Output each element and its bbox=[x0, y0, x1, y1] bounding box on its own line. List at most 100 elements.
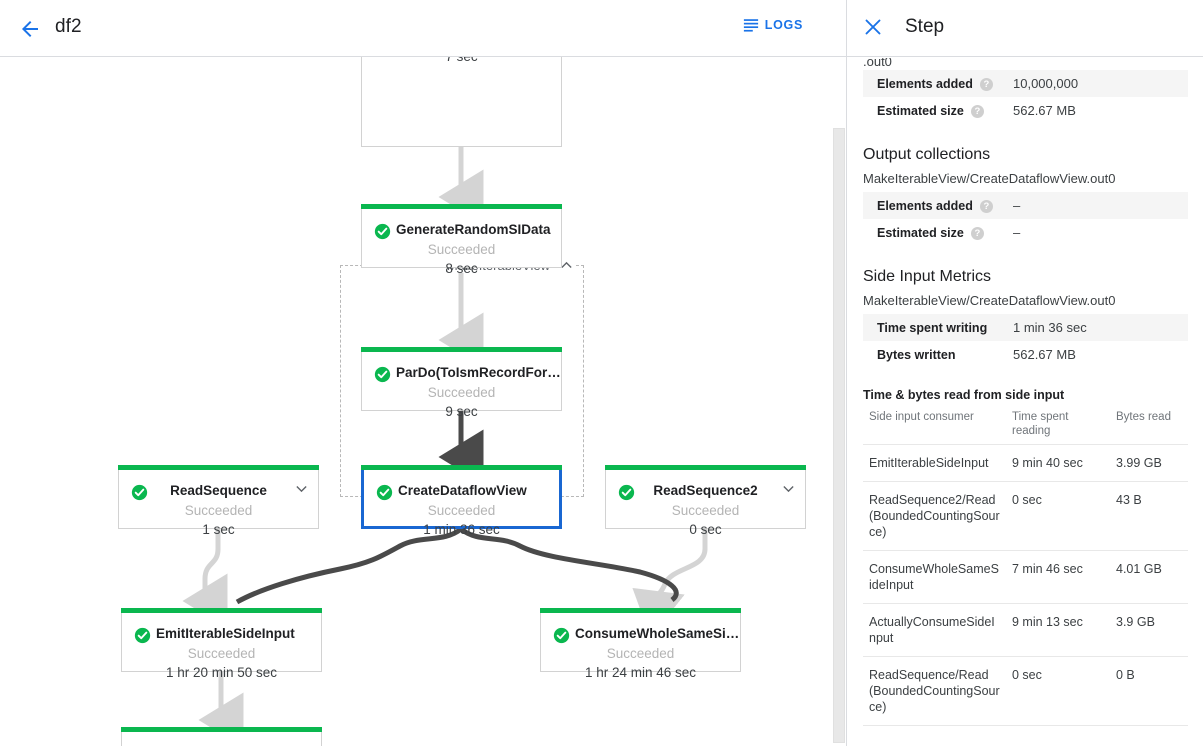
output-metrics-table: Elements added? – Estimated size? – bbox=[863, 192, 1188, 246]
node-status-bar bbox=[361, 204, 562, 209]
graph-node-read-sequence-2[interactable]: ReadSequence2 Succeeded 0 sec bbox=[605, 465, 806, 537]
chevron-down-icon[interactable] bbox=[295, 482, 308, 497]
cell-time: 0 sec bbox=[1006, 481, 1110, 551]
cell-consumer: ReadSequence/Read(BoundedCountingSource) bbox=[863, 656, 1006, 726]
close-icon bbox=[863, 17, 883, 42]
table-row: ConsumeWholeSameSideInput 7 min 46 sec 4… bbox=[863, 550, 1188, 604]
graph-canvas[interactable]: MakeIterableView Succeeded 7 sec bbox=[0, 57, 846, 746]
output-collections-title: Output collections bbox=[863, 146, 991, 163]
node-duration: 1 min 36 sec bbox=[423, 522, 500, 537]
graph-node-pardo-toismrecordfor[interactable]: ParDo(ToIsmRecordFor… Succeeded 9 sec bbox=[361, 347, 562, 419]
check-circle-icon bbox=[131, 484, 148, 501]
node-status: Succeeded bbox=[187, 646, 256, 661]
cell-time: 9 min 40 sec bbox=[1006, 444, 1110, 482]
scrolled-collection-name: .out0 bbox=[863, 58, 892, 67]
node-status: Succeeded bbox=[671, 503, 740, 518]
side-input-collection-name: MakeIterableView/CreateDataflowView.out0 bbox=[863, 293, 1116, 308]
metric-label: Estimated size bbox=[877, 103, 964, 118]
node-duration: 1 sec bbox=[202, 522, 235, 537]
help-icon[interactable]: ? bbox=[970, 104, 984, 118]
node-duration: 0 sec bbox=[689, 522, 722, 537]
side-input-read-title: Time & bytes read from side input bbox=[863, 388, 1065, 402]
node-status-bar bbox=[121, 727, 322, 732]
column-header-time: Time spent reading bbox=[1012, 411, 1069, 437]
metric-label: Bytes written bbox=[877, 347, 956, 362]
node-duration: 1 hr 20 min 50 sec bbox=[165, 665, 278, 680]
node-status-bar bbox=[361, 465, 562, 470]
cell-consumer: EmitIterableSideInput bbox=[863, 444, 1006, 482]
table-row: Elements added? – bbox=[863, 192, 1188, 219]
help-icon[interactable]: ? bbox=[970, 226, 984, 240]
node-name: ParDo(ToIsmRecordFor… bbox=[396, 365, 561, 380]
metric-value: 562.67 MB bbox=[1013, 103, 1076, 118]
node-duration: 7 sec bbox=[362, 57, 561, 64]
side-input-write-table: Time spent writing 1 min 36 sec Bytes wr… bbox=[863, 314, 1188, 368]
graph-node-generate-random-si-data[interactable]: GenerateRandomSIData Succeeded 8 sec bbox=[361, 204, 562, 276]
cell-bytes: 3.9 GB bbox=[1110, 603, 1188, 657]
cell-time: 0 sec bbox=[1006, 656, 1110, 726]
cell-bytes: 4.01 GB bbox=[1110, 550, 1188, 604]
input-metrics-table: Elements added? 10,000,000 Estimated siz… bbox=[863, 70, 1188, 124]
step-panel-body[interactable]: .out0 Elements added? 10,000,000 Estimat… bbox=[847, 58, 1203, 746]
help-icon[interactable]: ? bbox=[979, 77, 993, 91]
graph-node-consume-whole-same-side-input[interactable]: ConsumeWholeSameSi… Succeeded 1 hr 24 mi… bbox=[540, 608, 741, 680]
node-name: GenerateRandomSIData bbox=[396, 222, 551, 237]
job-graph-pane: df2 LOGS bbox=[0, 0, 846, 746]
table-header-row: Side input consumer Time spent reading B… bbox=[863, 406, 1188, 445]
job-header: df2 LOGS bbox=[0, 0, 846, 57]
node-status: Succeeded bbox=[427, 503, 496, 518]
output-collection-name: MakeIterableView/CreateDataflowView.out0 bbox=[863, 171, 1116, 186]
graph-node-actually-consume-side-input[interactable]: ActuallyConsumeSideI… Succeeded 1 hr 12 … bbox=[121, 727, 322, 746]
logs-button[interactable]: LOGS bbox=[743, 17, 803, 33]
page-title: df2 bbox=[55, 16, 82, 37]
node-name: ConsumeWholeSameSi… bbox=[575, 626, 740, 641]
step-panel-header: Step bbox=[847, 0, 1203, 57]
graph-node-top-cropped[interactable]: Succeeded 7 sec bbox=[361, 57, 562, 147]
node-status: Succeeded bbox=[427, 385, 496, 400]
chevron-up-icon[interactable] bbox=[558, 259, 575, 275]
back-button[interactable] bbox=[14, 13, 46, 45]
metric-label: Time spent writing bbox=[877, 320, 988, 335]
cell-time: 9 min 13 sec bbox=[1006, 603, 1110, 657]
node-status-bar bbox=[605, 465, 806, 470]
graph-edges bbox=[182, 147, 708, 746]
help-icon[interactable]: ? bbox=[979, 199, 993, 213]
table-row: Bytes written 562.67 MB bbox=[863, 341, 1188, 368]
close-button[interactable] bbox=[857, 13, 889, 45]
node-status: Succeeded bbox=[184, 503, 253, 518]
metric-value: 562.67 MB bbox=[1013, 347, 1076, 362]
node-name: ReadSequence bbox=[170, 483, 267, 498]
graph-node-create-dataflow-view[interactable]: CreateDataflowView Succeeded 1 min 36 se… bbox=[361, 465, 562, 537]
node-name: EmitIterableSideInput bbox=[156, 626, 295, 641]
node-status-bar bbox=[121, 608, 322, 613]
check-circle-icon bbox=[376, 484, 393, 501]
list-icon bbox=[743, 17, 759, 33]
cell-consumer: ReadSequence2/Read(BoundedCountingSource… bbox=[863, 481, 1006, 551]
chevron-down-icon[interactable] bbox=[782, 482, 795, 497]
table-row: EmitIterableSideInput 9 min 40 sec 3.99 … bbox=[863, 444, 1188, 482]
arrow-left-icon bbox=[18, 17, 42, 41]
metric-value: – bbox=[1013, 198, 1021, 213]
node-status-bar bbox=[361, 347, 562, 352]
graph-node-emit-iterable-side-input[interactable]: EmitIterableSideInput Succeeded 1 hr 20 … bbox=[121, 608, 322, 680]
vertical-scrollbar-thumb[interactable] bbox=[833, 128, 845, 743]
graph-node-read-sequence[interactable]: ReadSequence Succeeded 1 sec bbox=[118, 465, 319, 537]
metric-label: Elements added bbox=[877, 76, 973, 91]
step-details-panel: Step .out0 Elements added? 10,000,000 Es… bbox=[846, 0, 1203, 746]
step-panel-title: Step bbox=[905, 16, 945, 37]
cell-consumer: ActuallyConsumeSideInput bbox=[863, 603, 1006, 657]
table-row: Elements added? 10,000,000 bbox=[863, 70, 1188, 97]
table-row: ReadSequence2/Read(BoundedCountingSource… bbox=[863, 481, 1188, 551]
node-duration: 8 sec bbox=[445, 261, 478, 276]
column-header-bytes: Bytes read bbox=[1116, 411, 1171, 423]
check-circle-icon bbox=[618, 484, 635, 501]
node-status: Succeeded bbox=[427, 242, 496, 257]
cell-bytes: 0 B bbox=[1110, 656, 1188, 726]
cell-time: 7 min 46 sec bbox=[1006, 550, 1110, 604]
table-row: ReadSequence/Read(BoundedCountingSource)… bbox=[863, 656, 1188, 726]
check-circle-icon bbox=[553, 627, 570, 644]
node-status: Succeeded bbox=[606, 646, 675, 661]
table-row: Time spent writing 1 min 36 sec bbox=[863, 314, 1188, 341]
node-status-bar bbox=[540, 608, 741, 613]
